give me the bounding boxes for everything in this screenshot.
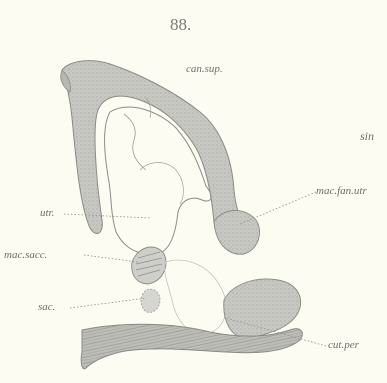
macula-utriculi [214,210,260,254]
sacculus [141,289,160,312]
macula-sacculi [132,247,166,284]
figure-number: 88. [170,16,191,33]
label-canal-superior: can.sup. [186,64,223,75]
leader-utr [64,214,150,218]
label-cutis-periph: cut.per [328,340,359,351]
perilymph-knob [224,279,301,338]
label-sacculus: sac. [38,302,55,313]
fold-line [124,114,146,170]
leader-sac [70,298,146,308]
leader-mac-fan-utr [240,192,316,224]
saccular-chamber [165,260,226,334]
fold-line [140,163,183,205]
label-utricle: utr. [40,208,54,219]
label-macula-sacculi: mac.sacc. [4,250,47,261]
leader-mac-sacc [84,255,138,262]
label-macula-fan-utr: mac.fan.utr [316,186,367,197]
label-sin: sin [360,130,374,142]
